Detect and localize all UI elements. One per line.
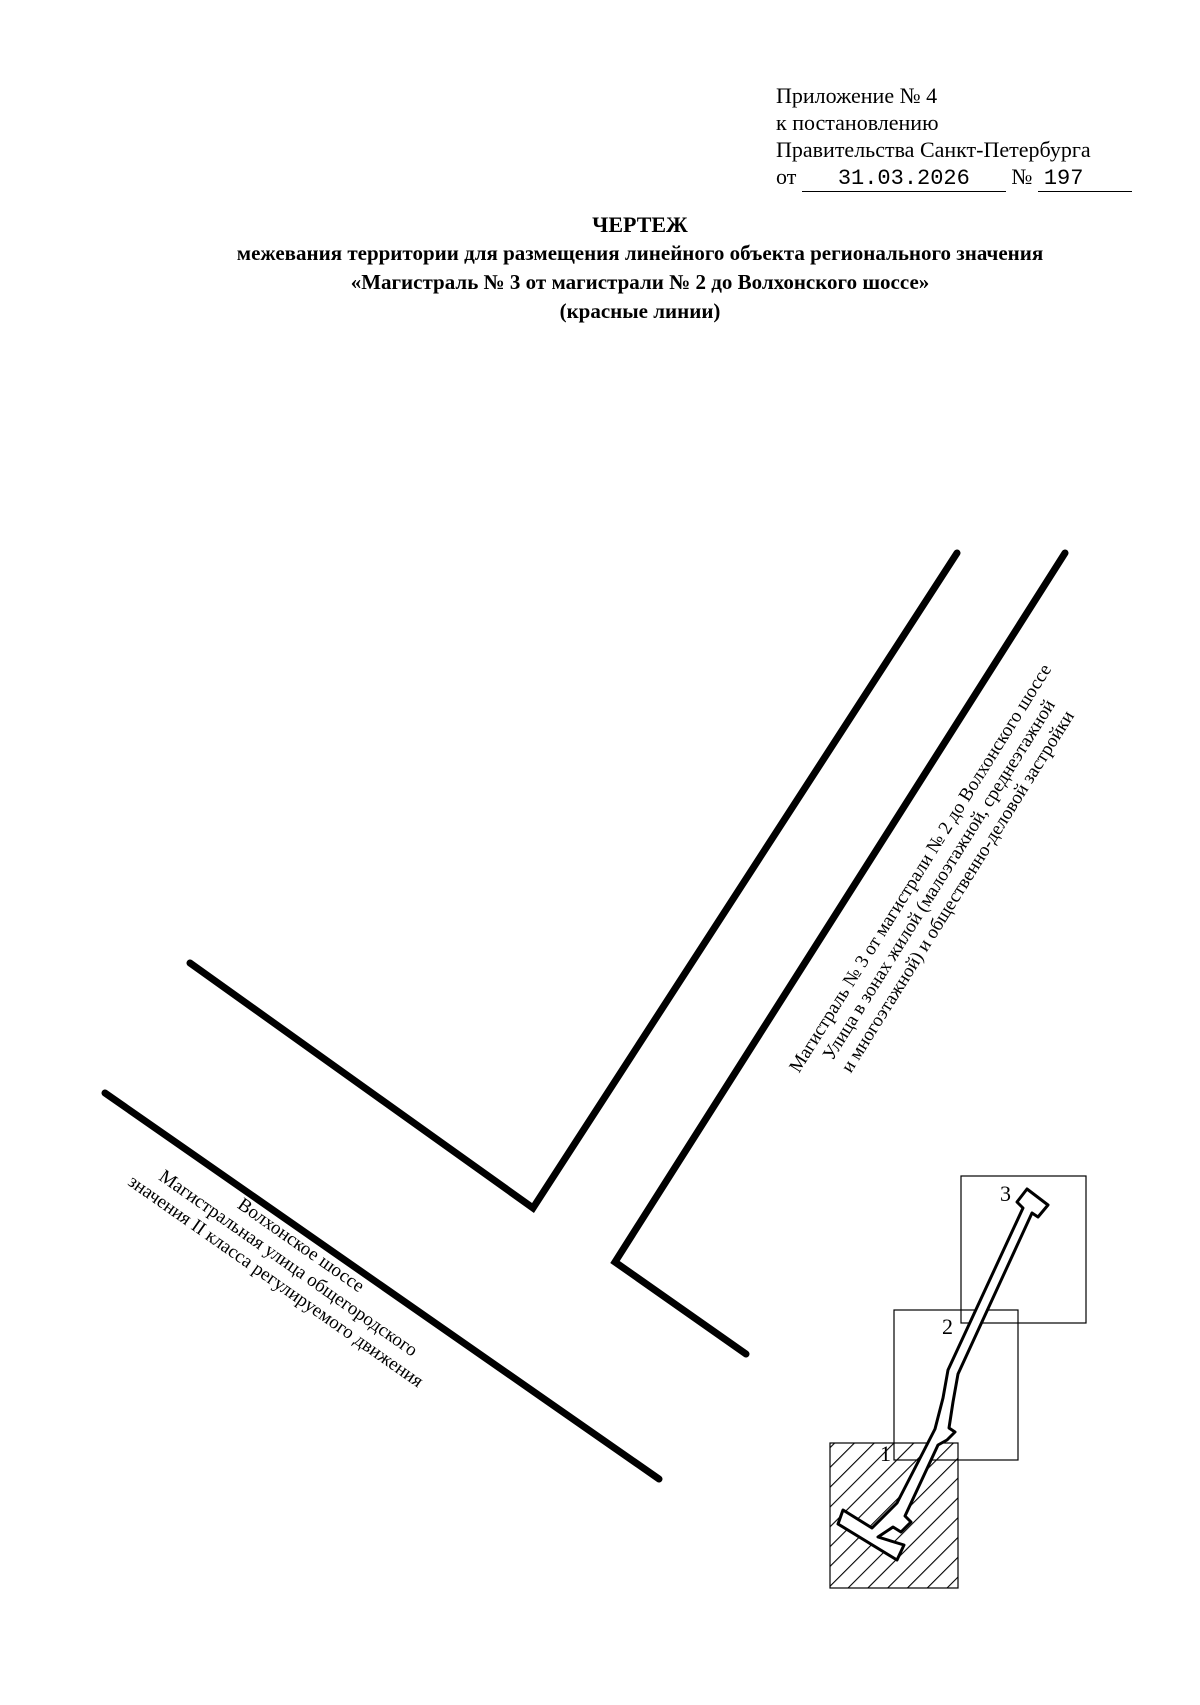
sheet-index-map: 1 2 3 [829,1175,1087,1589]
appendix-line-3: Правительства Санкт-Петербурга [776,137,1091,162]
number-prefix: № [1011,164,1033,189]
title-line-3: (красные линии) [559,299,721,323]
document-date: 31.03.2026 [801,167,1006,192]
red-line-volkhonskoe-south [101,1089,663,1483]
title-heading: ЧЕРТЕЖ [592,212,688,237]
label-magistral-line-1: Магистраль № 3 от магистрали № 2 до Волх… [785,660,1056,1076]
sheet-index-1: 1 [880,1441,891,1466]
label-volkhonskoe-line-2: Магистральная улица общегородского [155,1166,421,1361]
red-line-north-corner [186,549,961,1213]
title-block: ЧЕРТЕЖ межевания территории для размещен… [0,210,1200,326]
red-lines [101,549,1069,1483]
label-magistral-line-3: и многоэтажной) и общественно-деловой за… [837,707,1079,1076]
appendix-date-row: от 31.03.2026 № 197 [776,163,1132,192]
sheet-index-3: 3 [1000,1181,1011,1206]
document-number: 197 [1037,167,1132,192]
title-line-1: межевания территории для размещения лине… [236,241,1044,265]
route-outline [836,1187,1050,1562]
red-line-east-corner [610,549,1069,1358]
label-magistral: Магистраль № 3 от магистрали № 2 до Волх… [785,660,1079,1076]
date-prefix: от [776,164,797,189]
sheet-2-frame [893,1309,1019,1461]
label-volkhonskoe: Волхонское шоссе Магистральная улица общ… [124,1166,427,1392]
appendix-block: Приложение № 4 к постановлению Правитель… [776,82,1132,192]
title-line-2: «Магистраль № 3 от магистрали № 2 до Вол… [350,270,930,294]
appendix-line-2: к постановлению [776,110,939,135]
sheet-3-frame [960,1175,1087,1324]
appendix-line-1: Приложение № 4 [776,83,938,108]
sheet-index-2: 2 [942,1314,953,1339]
